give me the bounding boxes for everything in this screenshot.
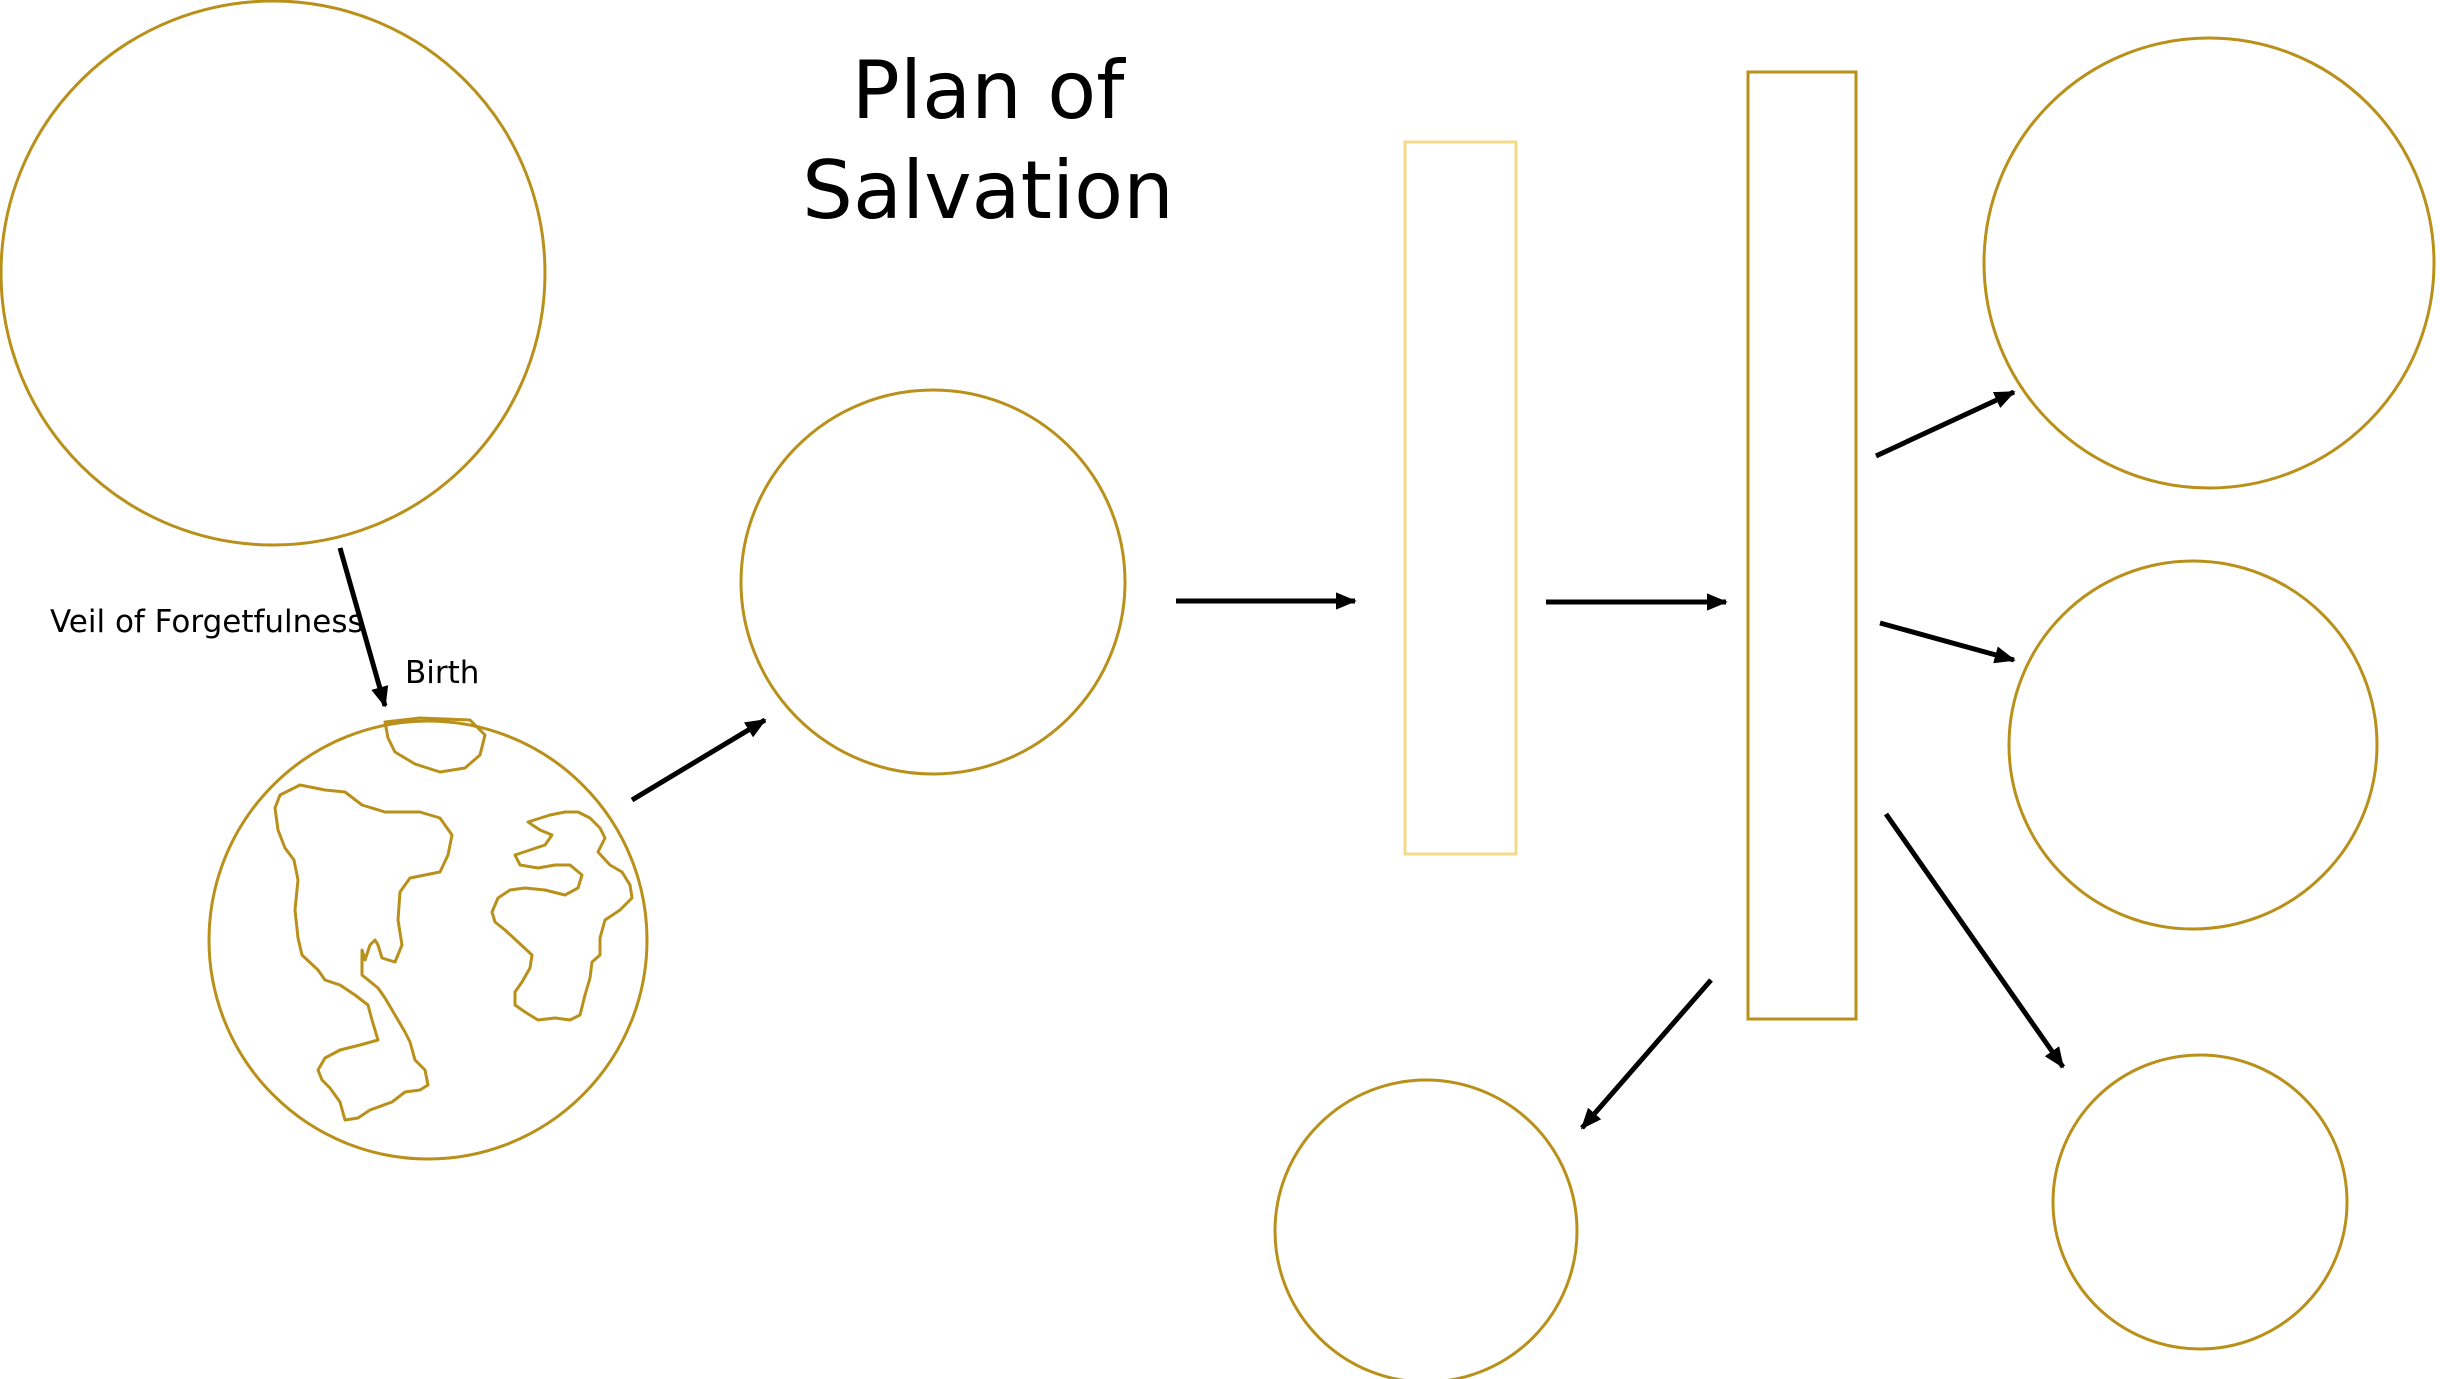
judgment-pillar [1746,70,1858,1021]
birth-arrow [337,547,389,708]
earth-globe-icon [207,716,649,1161]
continent-east [490,810,634,1022]
arrow-to-bottom-right [1883,812,2066,1069]
title-line-2: Salvation [802,144,1174,237]
birth-label: Birth [405,655,479,691]
premortal-circle [0,0,547,547]
bottom-center-circle [1273,1078,1579,1379]
arrow-to-middle-right [1879,620,2016,664]
middle-right-circle [2007,559,2379,931]
continent-west [273,783,454,1122]
veil-of-forgetfulness-label: Veil of Forgetfulness [50,604,364,640]
top-right-circle [1982,36,2436,490]
earth-circle [207,719,649,1161]
earth-to-circle-arrow [630,717,767,803]
continent-north [383,716,487,774]
arrow-to-top-right [1874,389,2016,459]
light-pillar [1403,140,1518,856]
title-line-1: Plan of [852,44,1127,137]
middle-circle [739,388,1127,776]
arrow-to-bottom-center [1580,978,1713,1130]
bottom-right-circle [2051,1053,2349,1351]
